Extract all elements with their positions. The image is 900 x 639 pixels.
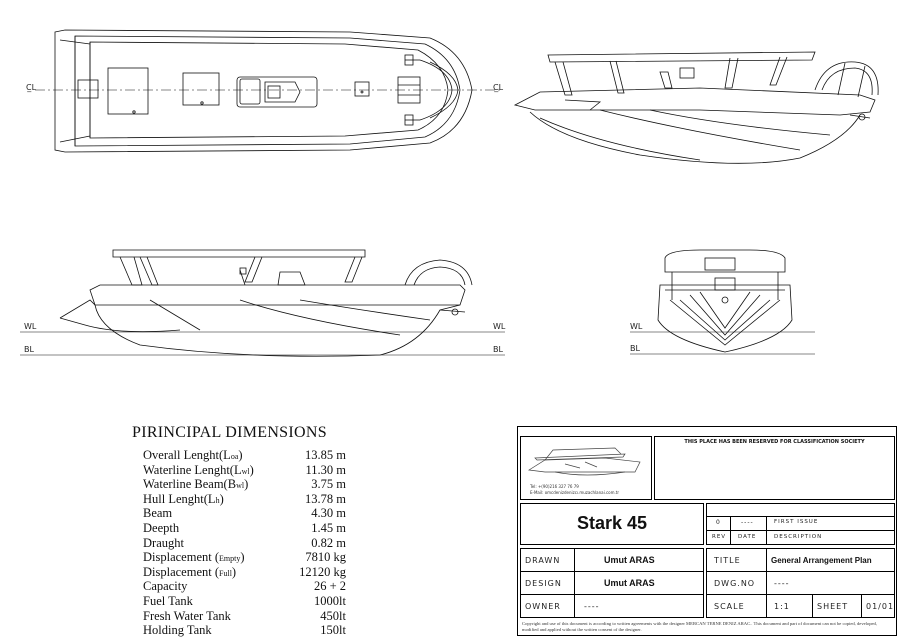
rev-label: REV [712, 534, 727, 540]
dimension-name: Beam [143, 506, 173, 521]
dimension-name: Capacity [143, 579, 188, 594]
dimension-row: Holding Tank 150lt [143, 623, 346, 638]
dimension-value: 150lt [320, 623, 346, 638]
dimension-row: Draught 0.82 m [143, 535, 346, 551]
description-label: DESCRIPTION [774, 534, 823, 540]
sheet-value: 01/01 [866, 602, 895, 611]
dimension-row: Overall Lenght(Loa) 13.85 m [143, 448, 346, 463]
dimension-row: Fresh Water Tank 450lt [143, 608, 346, 624]
design-label: DESIGN [525, 579, 562, 588]
dimension-row: Deepth 1.45 m [143, 520, 346, 536]
rev-description: FIRST ISSUE [774, 519, 819, 525]
side-wl-label-right: WL [493, 322, 506, 331]
centerline-label-left: C̲L [26, 83, 37, 92]
copyright-notice: Copyright and use of this document is ac… [522, 621, 878, 632]
dwg-no-value: ---- [774, 579, 790, 588]
scale-value: 1:1 [774, 602, 790, 611]
drawn-value: Umut ARAS [604, 555, 655, 565]
dimension-name: Overall Lenght(Loa) [143, 448, 243, 462]
dimension-row: Beam 4.30 m [143, 506, 346, 521]
dimension-row: Hull Lenght(Lh) 13.78 m [143, 491, 346, 507]
dimension-value: 4.30 m [311, 506, 346, 521]
dimension-name: Fuel Tank [143, 593, 193, 608]
dimension-value: 1000lt [314, 593, 346, 608]
scale-label: SCALE [714, 602, 745, 611]
plan-view [54, 29, 473, 153]
project-box [520, 503, 704, 545]
owner-label: OWNER [525, 602, 561, 611]
dimension-name: Holding Tank [143, 623, 212, 638]
sheet-label: SHEET [817, 602, 849, 611]
dimension-name: Displacement (Full) [143, 564, 237, 579]
dimension-value: 26 + 2 [313, 579, 346, 594]
project-name: Stark 45 [576, 513, 648, 533]
side-bl-label-right: BL [493, 345, 503, 354]
centerline-label-right: C̲L [493, 83, 504, 92]
dimension-value: 1.45 m [311, 520, 346, 535]
title-label: TITLE [714, 556, 741, 565]
dimension-value: 0.82 m [311, 535, 346, 550]
title-block [517, 426, 897, 636]
company-logo [527, 447, 641, 476]
logo-mail: E-Mail: omcdenizdenizcı.muzachlanai.com.… [530, 490, 620, 495]
dimensions-title: PIRINCIPAL DIMENSIONS [132, 424, 327, 441]
design-value: Umut ARAS [604, 578, 655, 588]
drawn-label: DRAWN [525, 556, 561, 565]
people-grid [520, 548, 704, 618]
dimension-name: Waterline Lenght(Lwl) [143, 462, 254, 477]
dimension-name: Waterline Beam(Bwl) [143, 477, 249, 492]
dimension-name: Deepth [143, 520, 180, 535]
dimension-name: Fresh Water Tank [143, 608, 231, 623]
dimension-value: 12120 kg [299, 564, 346, 579]
dimension-row: Displacement (Full) 12120 kg [143, 564, 346, 580]
perspective-view [513, 51, 879, 164]
dimension-value: 7810 kg [305, 550, 346, 565]
dimension-row: Waterline Lenght(Lwl) 11.30 m [143, 462, 346, 478]
date-label: DATE [738, 534, 757, 540]
dimension-name: Displacement (Empty) [143, 550, 245, 565]
dimension-value: 3.75 m [311, 477, 346, 492]
dimension-row: Fuel Tank 1000lt [143, 593, 346, 609]
title-value: General Arrangement Plan [771, 556, 872, 565]
classification-text: THIS PLACE HAS BEEN RESERVED FOR CLASSIF… [684, 439, 865, 445]
logo-tel: Tel: +(90)216 327 76 79 [530, 484, 579, 489]
dimension-row: Displacement (Empty) 7810 kg [143, 550, 346, 565]
front-bl-label: BL [630, 344, 640, 353]
dimension-name: Hull Lenght(Lh) [143, 491, 224, 506]
rev-number: 0 [716, 519, 721, 526]
side-wl-label-left: WL [24, 322, 37, 331]
dwg-no-label: DWG.NO [714, 579, 756, 588]
dimension-value: 13.78 m [305, 491, 346, 506]
drawing-info-grid [706, 548, 895, 618]
dimension-row: Capacity 26 + 2 [143, 579, 346, 594]
classification-box [654, 436, 895, 500]
revision-box [706, 503, 895, 545]
dimension-row: Waterline Beam(Bwl) 3.75 m [143, 477, 346, 492]
owner-value: ---- [584, 602, 600, 611]
dimension-value: 11.30 m [305, 462, 346, 477]
dimension-value: 450lt [320, 608, 346, 623]
front-wl-label: WL [630, 322, 643, 331]
front-view [657, 249, 793, 353]
logo-box [520, 436, 652, 500]
dimension-value: 13.85 m [305, 448, 346, 462]
side-bl-label-left: BL [24, 345, 34, 354]
rev-date: ---- [741, 519, 754, 526]
dimension-name: Draught [143, 535, 184, 550]
side-view [59, 249, 473, 357]
